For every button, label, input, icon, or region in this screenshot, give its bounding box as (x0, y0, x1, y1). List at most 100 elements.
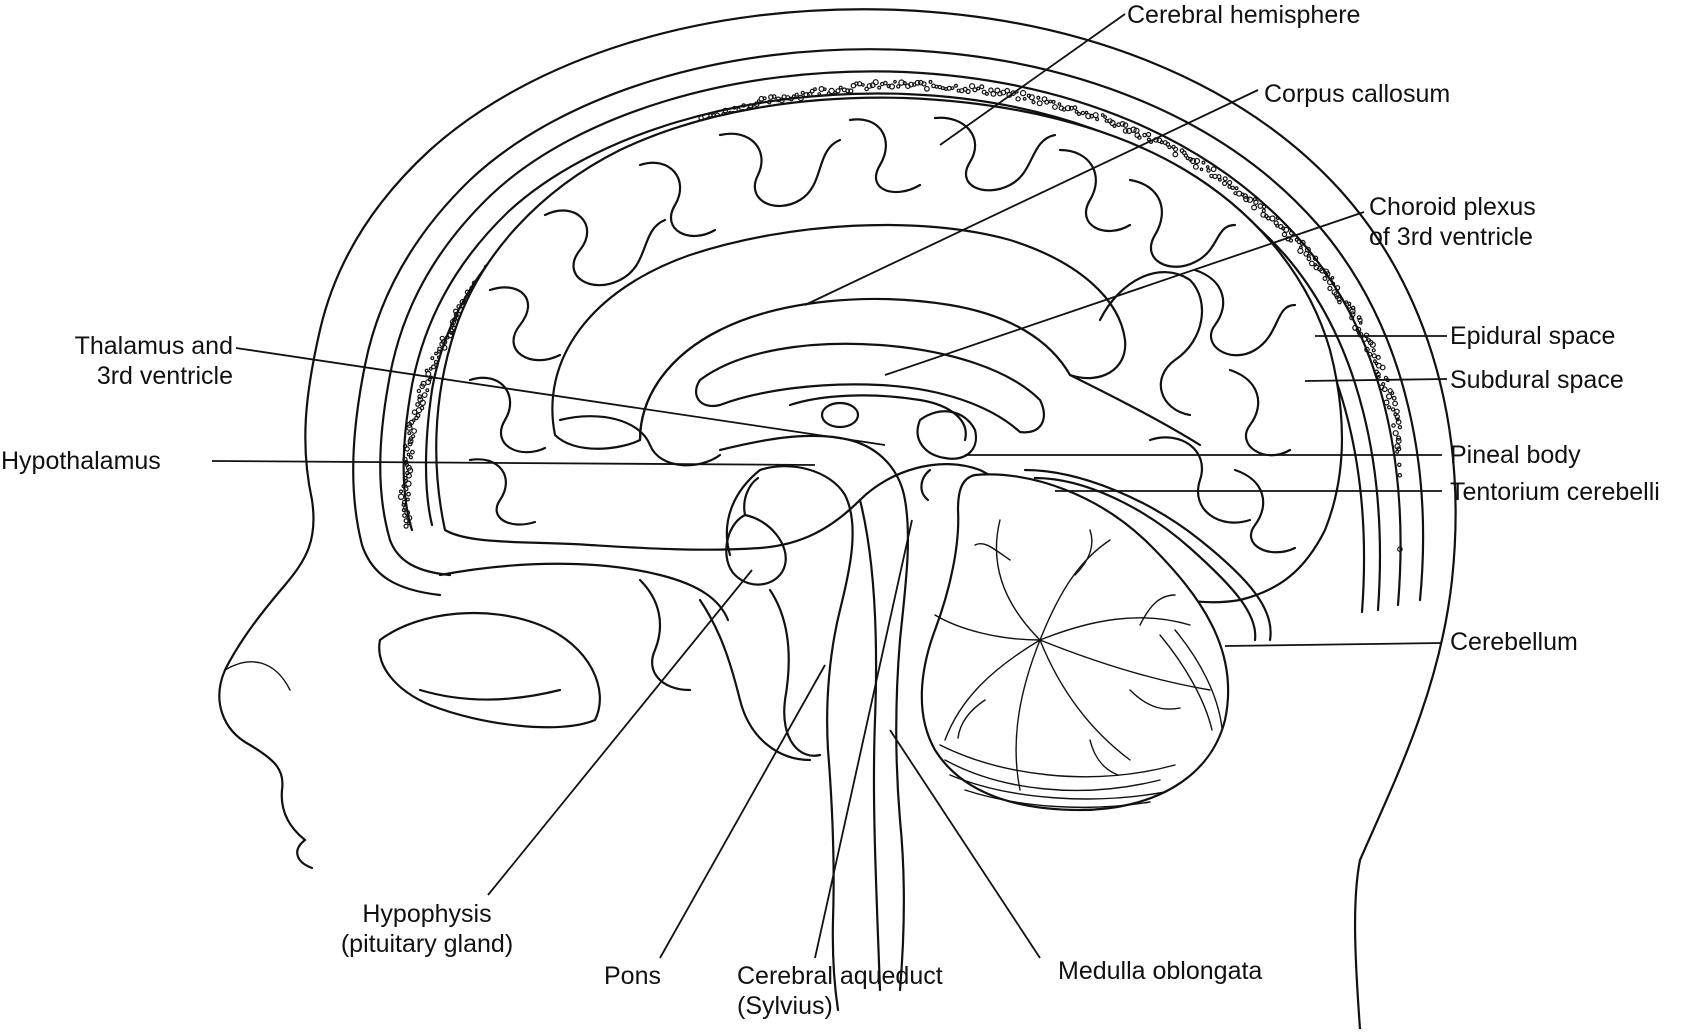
diploe-dot (896, 84, 901, 89)
diploe-dot (1336, 296, 1342, 302)
diploe-dot (1246, 196, 1254, 203)
leader-hypothalamus (211, 460, 816, 466)
diploe-dot (1234, 186, 1239, 191)
diploe-dot (433, 359, 439, 365)
diploe-dot (464, 289, 470, 295)
diploe-dot (1122, 122, 1129, 128)
diploe-dot (1095, 117, 1100, 122)
diploe-dot (415, 413, 421, 418)
diploe-dot (828, 87, 835, 95)
diploe-dot (924, 85, 930, 92)
label-cerebral-aqueduct: Cerebral aqueduct (Sylvius) (737, 961, 943, 1021)
diploe-dot (788, 96, 794, 102)
diploe-dot (1044, 99, 1050, 105)
tentorium-cerebelli (1023, 468, 1272, 642)
diploe-dot (1297, 247, 1304, 254)
diploe-dot (406, 514, 413, 521)
leader-medulla-oblongata (889, 729, 1041, 959)
diploe-dot (452, 317, 457, 323)
diploe-dot (979, 84, 985, 90)
diploe-dot (1261, 204, 1267, 210)
diploe-dot (934, 84, 939, 89)
diploe-dot (1119, 120, 1126, 127)
diploe-dot (1072, 105, 1078, 110)
diploe-dot (402, 443, 408, 449)
diploe-dot (1397, 425, 1403, 430)
diploe-dot (397, 493, 405, 500)
diploe-dot (864, 86, 869, 92)
diploe-dot (1064, 105, 1072, 112)
diploe-dot (1137, 135, 1142, 140)
diploe-dot (406, 424, 413, 431)
diploe-dot (407, 521, 412, 526)
diploe-dot (1395, 437, 1402, 444)
diploe-dot (893, 79, 897, 84)
diploe-dot (794, 92, 799, 97)
diploe-dot (1334, 285, 1341, 291)
diploe-dot (972, 87, 978, 93)
diploe-dot (965, 88, 971, 95)
diploe-dot (1337, 299, 1342, 305)
diploe-dot (408, 419, 415, 426)
diploe-dot (835, 88, 841, 94)
diploe-dot (800, 90, 805, 95)
diploe-dot (416, 388, 422, 394)
diploe-dot (1313, 264, 1320, 271)
diploe-dot (1391, 395, 1397, 401)
diploe-dot (1376, 375, 1381, 379)
diploe-dot (813, 87, 817, 92)
diploe-dot (1192, 163, 1199, 170)
diploe-dot (898, 79, 905, 86)
diploe-dot (1092, 112, 1099, 119)
diploe-dot (1306, 256, 1312, 262)
label-cerebral-aqueduct-line2: (Sylvius) (737, 992, 833, 1020)
diploe-dot (1085, 112, 1092, 120)
diploe-dot (1299, 239, 1306, 246)
diploe-dot (411, 428, 418, 434)
leader-cerebral-hemisphere (939, 13, 1126, 146)
diploe-dot (771, 94, 777, 99)
diploe-dot (425, 388, 430, 393)
diploe-dot (950, 86, 955, 90)
diploe-dot (1324, 271, 1331, 277)
label-choroid-plexus-line1: Choroid plexus (1369, 193, 1536, 221)
label-cerebral-aqueduct-line1: Cerebral aqueduct (737, 962, 943, 990)
diploe-dot (968, 83, 976, 90)
diploe-dot (1390, 391, 1395, 395)
diploe-dot (1392, 400, 1398, 407)
label-epidural-space: Epidural space (1450, 322, 1616, 350)
diploe-dot (1122, 128, 1129, 134)
diploe-dot (1172, 146, 1179, 152)
label-corpus-callosum: Corpus callosum (1264, 80, 1451, 108)
diploe-dot (410, 449, 415, 455)
diploe-dot (822, 87, 827, 92)
diploe-dot (406, 497, 410, 502)
label-cerebellum: Cerebellum (1450, 628, 1578, 656)
leader-pons (659, 664, 826, 959)
diploe-dot (398, 489, 404, 494)
diploe-dot (1159, 140, 1164, 145)
diploe-dot (1206, 168, 1211, 173)
diploe-dot (430, 356, 435, 361)
diploe-dot (403, 486, 409, 492)
diploe-dot (1308, 260, 1315, 267)
diploe-dot (838, 85, 843, 90)
diploe-dot (753, 101, 760, 108)
diploe-dot (741, 103, 746, 108)
diploe-dot (1080, 110, 1086, 116)
diploe-dot (1371, 353, 1377, 359)
diploe-dot (437, 346, 442, 352)
diploe-dot (403, 523, 409, 529)
diploe-dot (408, 436, 414, 442)
diploe-dot (405, 480, 412, 487)
leader-lines (211, 13, 1448, 959)
diploe-dot (1395, 449, 1400, 454)
diploe-dot (1074, 109, 1079, 114)
diploe-dot (1036, 100, 1043, 107)
diploe-dot (1100, 113, 1105, 117)
diploe-dot (1349, 308, 1356, 315)
label-thalamus: Thalamus and 3rd ventricle (0, 331, 233, 391)
diploe-dot (1057, 102, 1062, 106)
diploe-dot (1397, 462, 1402, 467)
diploe-dot (1269, 215, 1276, 222)
